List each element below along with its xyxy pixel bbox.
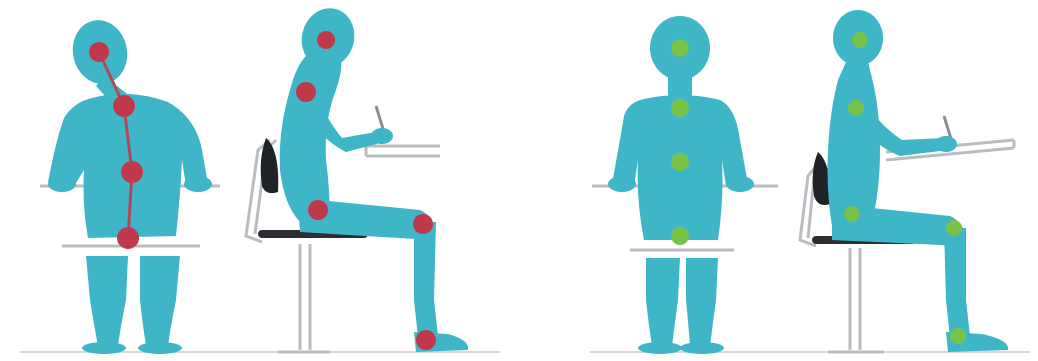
joint-marker-lower-back bbox=[117, 227, 139, 249]
joint-marker-neck bbox=[671, 39, 689, 57]
figure-bad-back-view bbox=[40, 15, 220, 354]
joint-marker-ankle bbox=[416, 330, 436, 350]
joint-marker-neck bbox=[317, 31, 335, 49]
joint-marker-upper-back bbox=[671, 99, 689, 117]
joint-marker-lower-back bbox=[671, 227, 689, 245]
joint-marker-ankle bbox=[950, 328, 966, 344]
joint-marker-neck bbox=[89, 42, 109, 62]
joint-marker-knee bbox=[413, 214, 433, 234]
body-silhouette bbox=[280, 2, 468, 352]
body-silhouette bbox=[828, 10, 1009, 352]
joint-marker-knee bbox=[946, 220, 962, 236]
body-silhouette bbox=[608, 16, 754, 354]
joint-marker-upper-back bbox=[296, 82, 316, 102]
desk bbox=[366, 146, 440, 156]
joint-marker-hip bbox=[844, 206, 860, 222]
figure-good-side-view bbox=[800, 10, 1014, 352]
joint-marker-neck bbox=[852, 32, 868, 48]
joint-marker-mid-back bbox=[121, 161, 143, 183]
joint-marker-upper-back bbox=[113, 95, 135, 117]
figure-bad-side-view bbox=[246, 2, 468, 352]
joint-marker-hip bbox=[308, 200, 328, 220]
figure-good-back-view bbox=[592, 16, 778, 354]
joint-marker-upper-back bbox=[848, 100, 864, 116]
joint-marker-mid-back bbox=[671, 153, 689, 171]
